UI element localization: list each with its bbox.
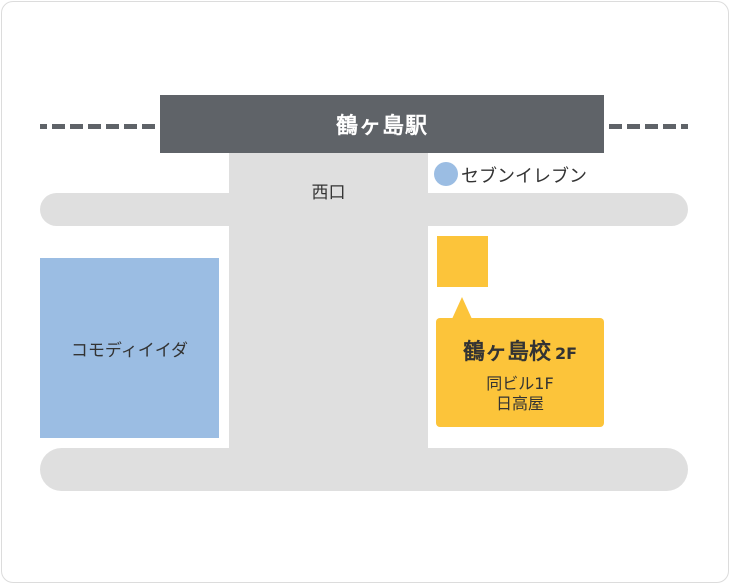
station-name: 鶴ヶ島駅	[335, 114, 428, 139]
west-exit-label: 西口	[311, 183, 346, 203]
building-note: 同ビル1F	[486, 374, 554, 393]
destination-marker	[437, 236, 488, 287]
road-lower	[40, 448, 688, 491]
road-vertical	[229, 153, 428, 450]
department-store-label: コモディイイダ	[70, 340, 189, 361]
destination-title: 鶴ヶ島校	[462, 340, 551, 365]
station-building: 鶴ヶ島駅	[160, 95, 604, 153]
destination-floor: 2F	[554, 344, 578, 363]
circle-marker-icon	[434, 162, 458, 186]
department-store-block: コモディイイダ	[40, 258, 219, 438]
convenience-store-label: セブンイレブン	[461, 166, 587, 187]
building-tenant: 日高屋	[495, 394, 544, 413]
callout-pointer	[452, 297, 472, 319]
